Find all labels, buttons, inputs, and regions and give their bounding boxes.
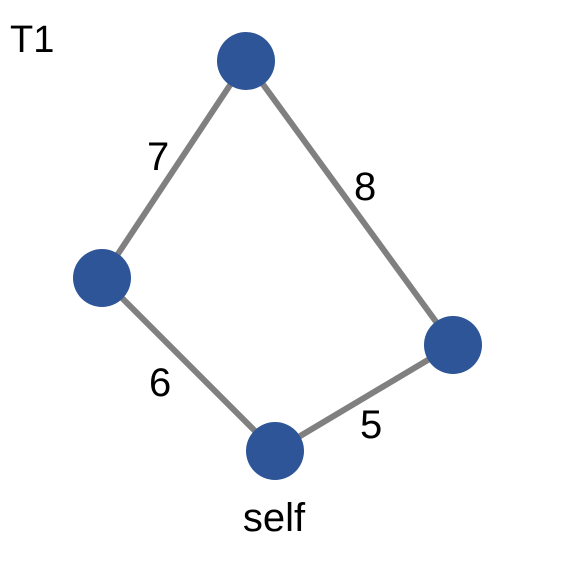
node-right [424, 316, 482, 374]
node-left [73, 249, 131, 307]
edge-labels-layer: 7 8 6 5 [147, 135, 382, 447]
node-self-label: self [243, 496, 306, 540]
edge-label-left-top: 7 [147, 135, 169, 179]
edge-top-right [243, 58, 456, 348]
edge-self-right [272, 342, 456, 454]
edge-left-self [99, 275, 278, 454]
nodes-layer [73, 32, 482, 480]
edge-label-top-right: 8 [354, 165, 376, 209]
diagram-title: T1 [10, 19, 54, 61]
edge-label-self-right: 5 [360, 403, 382, 447]
node-self [246, 422, 304, 480]
edges-layer [99, 58, 456, 454]
edge-label-left-self: 6 [149, 361, 171, 405]
node-top [217, 32, 275, 90]
edge-left-top [99, 58, 249, 281]
